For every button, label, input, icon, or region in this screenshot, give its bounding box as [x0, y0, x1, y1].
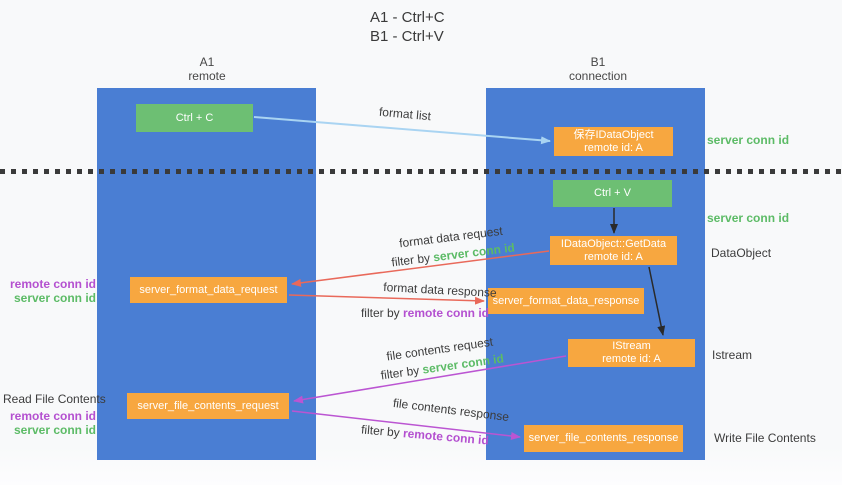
node-save-idataobject-line1: 保存IDataObject [573, 128, 654, 141]
node-server-file-contents-response: server_file_contents_response [524, 425, 683, 452]
title-line-1: A1 - Ctrl+C [370, 9, 445, 26]
session-divider-dotted-line [0, 169, 842, 174]
node-server-format-data-response: server_format_data_response [488, 288, 644, 314]
annotation-server-conn-id-top: server conn id [707, 133, 790, 147]
column-header-b1: B1 connection [538, 55, 658, 83]
filter-by-text: filter by [379, 363, 421, 383]
node-server-file-contents-request-label: server_file_contents_request [137, 399, 279, 412]
node-istream-line2: remote id: A [602, 353, 661, 365]
node-server-file-contents-response-label: server_file_contents_response [528, 432, 679, 444]
annotation-read-file-contents: Read File Contents [3, 392, 106, 406]
node-save-idataobject-line2: remote id: A [584, 141, 643, 154]
node-ctrl-v: Ctrl + V [553, 180, 672, 207]
remote-conn-id-text: remote conn id [402, 426, 490, 448]
filter-by-text: filter by [390, 250, 431, 270]
annotation-dataobject: DataObject [711, 246, 772, 260]
node-server-format-data-request: server_format_data_request [130, 277, 287, 303]
node-istream: IStream remote id: A [568, 339, 695, 367]
node-idataobject-getdata: IDataObject::GetData remote id: A [550, 236, 677, 265]
annotation-server-conn-id-mid: server conn id [707, 211, 790, 225]
annotation-write-file-contents: Write File Contents [714, 431, 816, 445]
column-header-a1: A1 remote [147, 55, 267, 83]
annotation-remote-conn-id-top: remote conn id [9, 277, 96, 291]
title-line-2: B1 - Ctrl+V [370, 28, 444, 45]
filter-by-text: filter by [360, 306, 400, 320]
node-ctrl-c-label: Ctrl + C [175, 111, 214, 124]
annotation-server-conn-id-left-bottom: server conn id [13, 423, 96, 437]
annotation-server-conn-id-left-top: server conn id [13, 291, 96, 305]
column-a1-subtitle: remote [188, 69, 226, 83]
column-a1-name: A1 [199, 55, 215, 69]
filter-by-text: filter by [360, 422, 401, 440]
node-istream-line1: IStream [612, 340, 651, 352]
column-b1-subtitle: connection [568, 69, 628, 83]
column-b1-name: B1 [590, 55, 606, 69]
remote-conn-id-text: remote conn id [403, 306, 490, 320]
annotation-conn-ids-top: remote conn id server conn id [0, 277, 96, 305]
node-ctrl-v-label: Ctrl + V [594, 187, 631, 199]
annotation-remote-conn-id-bottom: remote conn id [9, 409, 96, 423]
node-server-file-contents-request: server_file_contents_request [127, 393, 289, 419]
label-format-list: format list [378, 104, 432, 124]
label-filter-by-remote-conn-id-1: filter by remote conn id [325, 304, 525, 322]
node-server-format-data-request-label: server_format_data_request [139, 283, 278, 296]
annotation-conn-ids-bottom: remote conn id server conn id [0, 409, 96, 437]
node-ctrl-c: Ctrl + C [136, 104, 253, 132]
node-server-format-data-response-label: server_format_data_response [492, 294, 640, 307]
diagram-title: A1 - Ctrl+C B1 - Ctrl+V [370, 8, 445, 46]
node-save-idataobject: 保存IDataObject remote id: A [554, 127, 673, 156]
annotation-istream: Istream [712, 348, 753, 362]
node-idataobject-getdata-line1: IDataObject::GetData [560, 237, 667, 250]
node-idataobject-getdata-line2: remote id: A [584, 250, 643, 263]
